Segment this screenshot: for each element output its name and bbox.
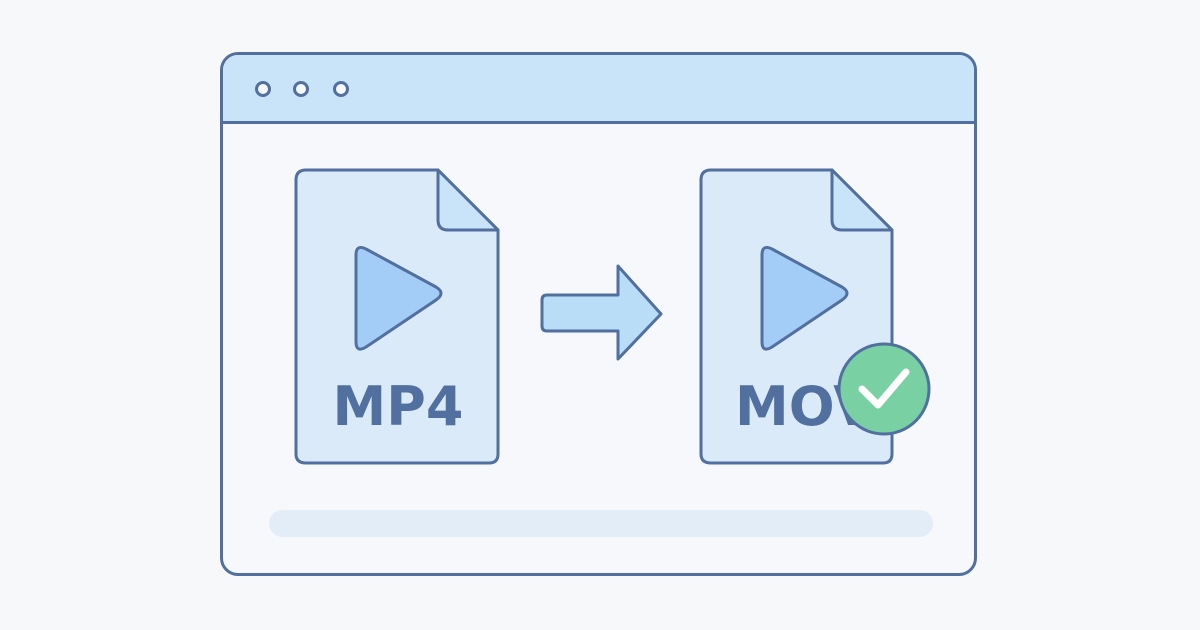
source-format-label: MP4 [333,375,464,438]
window-control-dot-3[interactable] [333,81,349,97]
play-icon [760,246,849,351]
checkmark-icon [858,368,910,409]
window-control-dot-2[interactable] [293,81,309,97]
arrow-right-icon [540,264,663,361]
checkmark-badge [837,342,931,436]
play-icon [354,246,443,351]
source-file-icon: MP4 [294,168,500,465]
progress-bar [269,510,933,537]
window-control-dot-1[interactable] [255,81,271,97]
window-titlebar [223,55,974,124]
